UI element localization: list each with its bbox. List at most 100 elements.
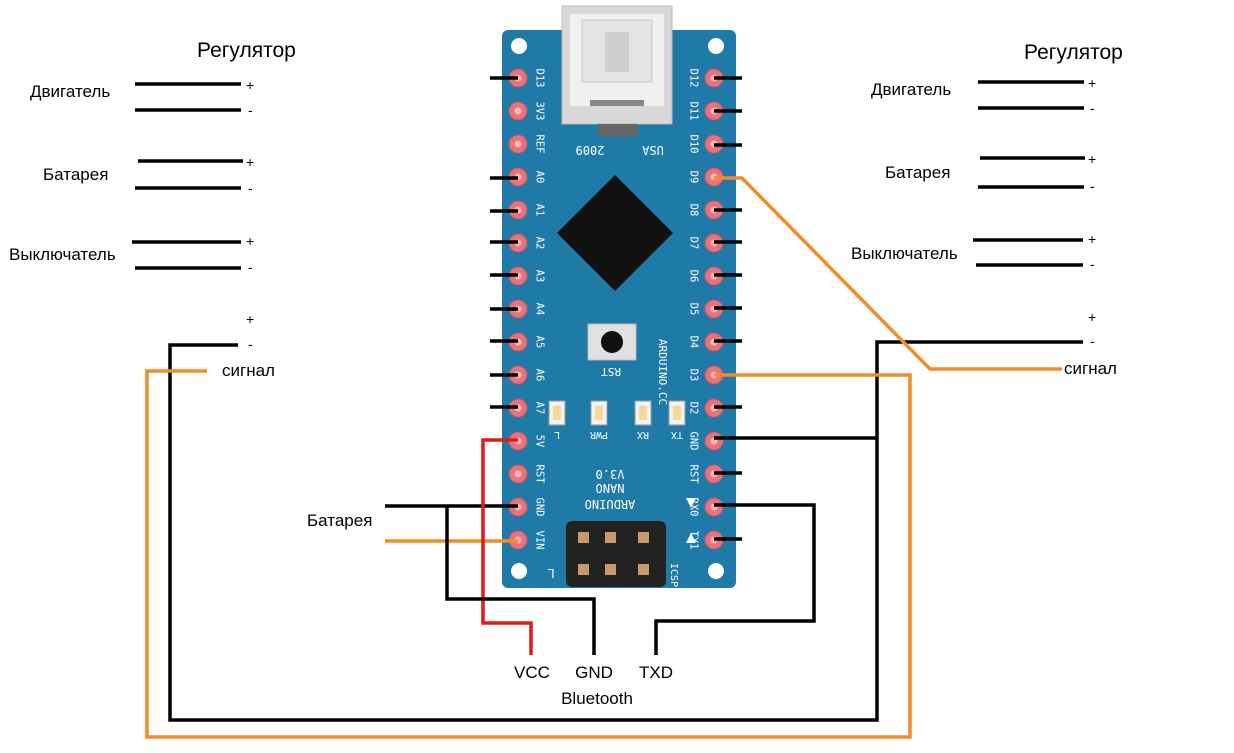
right-pin-label-d11: D11 bbox=[688, 102, 700, 121]
left-pin-label-a5: A5 bbox=[534, 336, 546, 349]
right-pin-label-tx1: TX1 bbox=[688, 531, 700, 550]
usb-connector bbox=[561, 5, 673, 136]
right-battery-label: Батарея bbox=[885, 163, 950, 182]
board-model: NANO bbox=[596, 481, 625, 495]
right-pin-label-d4: D4 bbox=[688, 336, 700, 349]
left-pin-label-gnd: GND bbox=[534, 498, 546, 517]
right-pin-label-d12: D12 bbox=[688, 69, 700, 88]
left-pin-label-a3: A3 bbox=[534, 270, 546, 283]
left-pin-label-d13: D13 bbox=[534, 69, 546, 88]
right-power-minus: - bbox=[1090, 333, 1095, 349]
right-pin-label-rst: RST bbox=[688, 465, 700, 485]
left-motor-minus: - bbox=[248, 102, 253, 118]
wires bbox=[132, 76, 1085, 739]
ground-loop-wire bbox=[168, 340, 1083, 722]
left-regulator: Регулятор Двигатель + - Батарея + - Выкл… bbox=[9, 39, 296, 380]
board-site: ARDUINO.CC bbox=[656, 339, 669, 405]
right-pin-label-d5: D5 bbox=[688, 303, 700, 316]
right-regulator: Регулятор Двигатель + - Батарея + - Выкл… bbox=[851, 41, 1123, 378]
right-pin-label-rx0: RX0 bbox=[688, 498, 700, 517]
right-switch-plus: + bbox=[1088, 231, 1096, 247]
right-signal-label: сигнал bbox=[1064, 359, 1117, 378]
right-pin-label-d9: D9 bbox=[688, 171, 700, 184]
left-pin-label-a4: A4 bbox=[534, 303, 546, 316]
left-switch-minus: - bbox=[248, 259, 253, 275]
mount-hole bbox=[511, 563, 527, 579]
left-battery-minus: - bbox=[248, 180, 253, 196]
right-motor-label: Двигатель bbox=[871, 80, 951, 99]
left-pin-hole bbox=[514, 470, 522, 478]
left-pin-hole bbox=[514, 107, 522, 115]
board-year: 2009 bbox=[576, 143, 605, 157]
left-pin-label-a7: A7 bbox=[534, 402, 546, 415]
right-motor-plus: + bbox=[1088, 75, 1096, 91]
left-pin-label-a0: A0 bbox=[534, 171, 546, 184]
left-pin-hole bbox=[514, 140, 522, 148]
right-pin-label-d10: D10 bbox=[688, 135, 700, 154]
left-pin-label-5v: 5V bbox=[534, 435, 546, 448]
board-battery-label: Батарея bbox=[307, 511, 372, 530]
left-pin-label-a2: A2 bbox=[534, 237, 546, 250]
right-motor-minus: - bbox=[1090, 100, 1095, 116]
led-label-tx: TX bbox=[671, 429, 683, 440]
left-motor-label: Двигатель bbox=[30, 82, 110, 101]
right-signal-wire bbox=[714, 176, 1062, 371]
left-pin-label-a6: A6 bbox=[534, 369, 546, 382]
led-label-pwr: PWR bbox=[589, 429, 608, 440]
tx-arrow-icon bbox=[686, 533, 696, 543]
right-pin-label-d6: D6 bbox=[688, 270, 700, 283]
bluetooth-module-labels: VCC GND TXD Bluetooth bbox=[514, 663, 673, 708]
board-country: USA bbox=[641, 143, 663, 157]
icsp-label: ICSP bbox=[668, 563, 679, 587]
mount-hole bbox=[708, 38, 724, 54]
board-pcb bbox=[502, 30, 736, 588]
right-switch-minus: - bbox=[1090, 256, 1095, 272]
bluetooth-vcc-wire bbox=[481, 438, 533, 655]
left-switch-plus: + bbox=[246, 233, 254, 249]
right-pin-label-d7: D7 bbox=[688, 237, 700, 250]
reset-button[interactable] bbox=[587, 323, 637, 361]
left-motor-plus: + bbox=[246, 77, 254, 93]
left-signal-wire bbox=[145, 369, 912, 739]
led-label-l: L bbox=[554, 429, 560, 440]
right-pin-label-d8: D8 bbox=[688, 204, 700, 217]
left-regulator-title: Регулятор bbox=[197, 39, 296, 62]
right-pin-label-gnd: GND bbox=[688, 432, 700, 451]
board-brand: ARDUINO bbox=[585, 497, 636, 511]
right-pin-label-d2: D2 bbox=[688, 402, 700, 415]
right-regulator-title: Регулятор bbox=[1024, 41, 1123, 64]
rx-arrow-icon bbox=[686, 498, 696, 508]
right-power-plus: + bbox=[1088, 309, 1096, 325]
left-pin-label-a1: A1 bbox=[534, 204, 546, 217]
left-battery-label: Батарея bbox=[43, 165, 108, 184]
arduino-nano-board: 2009 USA RST ARDUINO.CC L PWR RX TX V3.0… bbox=[502, 5, 736, 588]
left-pin-label-3v3: 3V3 bbox=[534, 102, 546, 121]
mount-hole bbox=[511, 38, 527, 54]
left-signal-label: сигнал bbox=[222, 361, 275, 380]
reset-button-label: RST bbox=[601, 365, 621, 378]
status-leds bbox=[548, 400, 686, 426]
left-switch-label: Выключатель bbox=[9, 245, 116, 264]
bluetooth-txd-label: TXD bbox=[639, 663, 673, 682]
bluetooth-gnd-label: GND bbox=[575, 663, 613, 682]
board-version: V3.0 bbox=[596, 467, 625, 481]
bluetooth-txd-wire bbox=[654, 503, 816, 655]
left-power-minus: - bbox=[248, 336, 253, 352]
right-battery-minus: - bbox=[1090, 178, 1095, 194]
left-pin-label-ref: REF bbox=[534, 135, 546, 154]
bluetooth-vcc-label: VCC bbox=[514, 663, 550, 682]
right-battery-plus: + bbox=[1088, 151, 1096, 167]
led-label-rx: RX bbox=[637, 429, 649, 440]
icsp-header bbox=[566, 521, 666, 587]
pin1-marker: ⅂ bbox=[548, 567, 555, 581]
left-pin-label-vin: VIN bbox=[534, 531, 546, 550]
bluetooth-name-label: Bluetooth bbox=[561, 689, 633, 708]
right-switch-label: Выключатель bbox=[851, 244, 958, 263]
right-pin-label-d3: D3 bbox=[688, 369, 700, 382]
left-power-plus: + bbox=[246, 311, 254, 327]
left-pin-label-rst: RST bbox=[534, 465, 546, 485]
left-battery-plus: + bbox=[246, 154, 254, 170]
bluetooth-gnd-wire bbox=[445, 506, 596, 655]
mount-hole bbox=[708, 563, 724, 579]
